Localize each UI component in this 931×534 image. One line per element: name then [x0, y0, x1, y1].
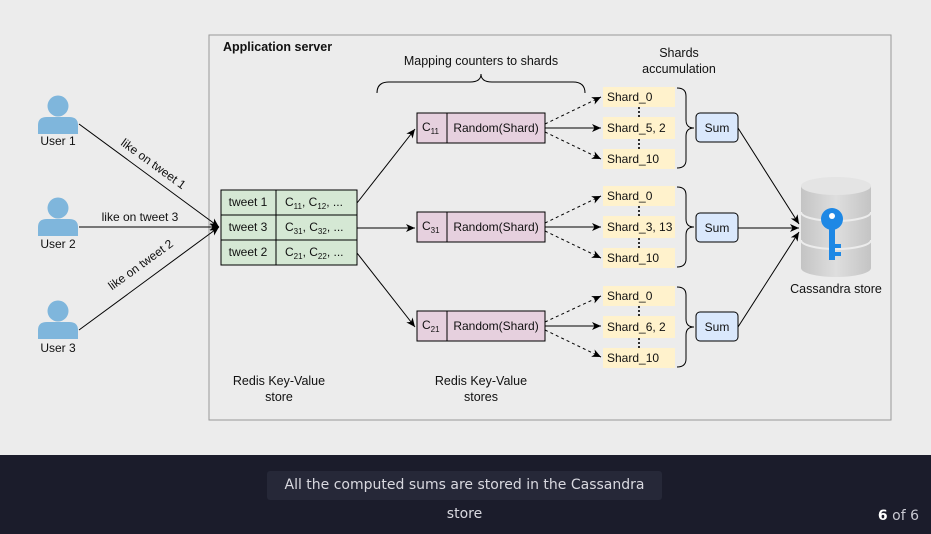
cassandra-store-label: Cassandra store	[790, 282, 882, 296]
edge-user3-to-table	[78, 226, 220, 331]
table-row-key: tweet 1	[229, 195, 268, 209]
page-total: 6	[910, 508, 919, 524]
cassandra-database-icon	[800, 177, 872, 277]
key-icon	[821, 208, 843, 260]
shard-label: Shard_0	[607, 289, 653, 303]
sum-box-2: Sum	[695, 212, 739, 243]
sum-box-3: Sum	[695, 311, 739, 342]
page-indicator: 6 of 6	[878, 508, 919, 524]
edge-label-tweet1: like on tweet 1	[118, 136, 189, 193]
random-shard-label: Random(Shard)	[453, 121, 538, 135]
sum-label: Sum	[705, 221, 730, 235]
shard-brace	[676, 186, 695, 268]
counter-box-c11: C11 Random(Shard)	[416, 112, 546, 144]
shards-accumulation-label-1: Shards	[659, 46, 699, 60]
edge-c11-shard-top	[544, 96, 602, 125]
edge-table-to-c21	[356, 252, 416, 328]
diagram-canvas: Application server Mapping counters to s…	[38, 34, 892, 421]
table-row-counters: C11, C12, ...	[285, 195, 343, 211]
sum-box-1: Sum	[695, 112, 739, 143]
shard-label: Shard_5, 2	[607, 121, 666, 135]
shard-cell	[603, 286, 675, 306]
counter-box-c31: C31 Random(Shard)	[416, 211, 546, 243]
counter-id: C11	[422, 120, 440, 136]
user-2: User 2	[38, 197, 78, 251]
shard-label: Shard_0	[607, 90, 653, 104]
shard-label: Shard_6, 2	[607, 320, 666, 334]
edge-c21-shard-top	[544, 295, 602, 323]
shard-label: Shard_0	[607, 189, 653, 203]
sum-label: Sum	[705, 121, 730, 135]
shard-cell	[603, 348, 675, 368]
random-shard-label: Random(Shard)	[453, 319, 538, 333]
counter-id: C21	[422, 318, 440, 334]
shard-cell	[603, 149, 675, 169]
redis-stores-label-1: Redis Key-Value	[435, 374, 527, 388]
shard-cell	[603, 117, 675, 139]
slide-caption: All the computed sums are stored in the …	[267, 471, 662, 522]
mapping-label: Mapping counters to shards	[404, 54, 558, 68]
table-row-key: tweet 3	[229, 220, 268, 234]
random-shard-label: Random(Shard)	[453, 220, 538, 234]
shard-label: Shard_3, 13	[607, 220, 673, 234]
shard-cell	[603, 186, 675, 206]
edge-user1-to-table	[78, 123, 220, 228]
edge-sum1-to-cassandra	[737, 127, 800, 225]
shard-group-1: Shard_0 Shard_5, 2 Shard_10	[603, 87, 695, 169]
page-current: 6	[877, 508, 888, 524]
edge-sum3-to-cassandra	[737, 231, 800, 328]
shard-cell	[603, 316, 675, 338]
shard-group-2: Shard_0 Shard_3, 13 Shard_10	[603, 186, 695, 268]
user-3: User 3	[38, 300, 78, 355]
page-separator: of	[887, 508, 911, 524]
table-row-counters: C31, C32, ...	[285, 220, 344, 236]
redis-stores-label-2: stores	[464, 390, 498, 404]
shard-group-3: Shard_0 Shard_6, 2 Shard_10	[603, 286, 695, 368]
table-row-key: tweet 2	[229, 245, 268, 259]
shard-cell	[603, 87, 675, 107]
user-label: User 2	[40, 237, 76, 251]
shard-brace	[676, 87, 695, 169]
shard-cell	[603, 216, 675, 238]
counter-box-c21: C21 Random(Shard)	[416, 310, 546, 342]
diagram-slide: Application server Mapping counters to s…	[38, 34, 892, 421]
shard-cell	[603, 248, 675, 268]
edge-c31-shard-bottom	[544, 230, 602, 259]
slide-footer: All the computed sums are stored in the …	[0, 455, 931, 534]
application-server-label: Application server	[223, 40, 332, 54]
counter-id: C31	[422, 219, 440, 235]
table-row-counters: C21, C22, ...	[285, 245, 344, 261]
shard-label: Shard_10	[607, 251, 659, 265]
shard-label: Shard_10	[607, 351, 659, 365]
user-label: User 3	[40, 341, 76, 355]
edge-c11-shard-bottom	[544, 131, 602, 160]
redis-table: tweet 1 C11, C12, ... tweet 3 C31, C32, …	[220, 189, 358, 266]
redis-store-label-2: store	[265, 390, 293, 404]
user-1: User 1	[38, 95, 78, 148]
edge-c31-shard-top	[544, 195, 602, 224]
user-icon	[38, 197, 78, 236]
shards-accumulation-label-2: accumulation	[642, 62, 716, 76]
sum-label: Sum	[705, 320, 730, 334]
edge-table-to-c11	[356, 128, 416, 204]
user-label: User 1	[40, 134, 76, 148]
shard-label: Shard_10	[607, 152, 659, 166]
user-icon	[38, 95, 78, 134]
shard-brace	[676, 286, 695, 368]
redis-store-label-1: Redis Key-Value	[233, 374, 325, 388]
user-icon	[38, 300, 78, 339]
edge-c21-shard-bottom	[544, 329, 602, 358]
edge-label-tweet3: like on tweet 3	[102, 210, 179, 224]
mapping-brace	[376, 73, 586, 94]
